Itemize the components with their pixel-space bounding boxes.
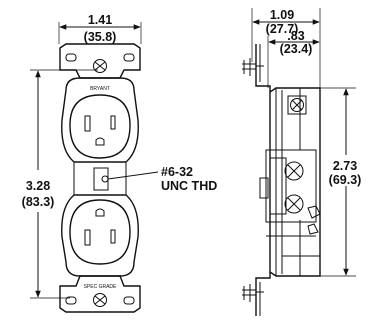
mount-height-millimeters: (69.3): [329, 173, 362, 187]
center-screw: [101, 175, 109, 183]
upper-outlet-face: [61, 77, 139, 163]
side-body: [259, 87, 321, 277]
side-lower-terminal-screw: [284, 194, 304, 214]
screw-thread-label: #6-32: [161, 165, 193, 179]
height-millimeters: (83.3): [22, 195, 55, 209]
front-view: 1.41 (35.8) 3.28 (83.3) BRYANT: [22, 13, 217, 313]
body-depth-dimension: .83 (23.4): [267, 29, 320, 88]
side-ground-screw: [290, 98, 304, 112]
height-dimension: 3.28 (83.3): [22, 69, 98, 299]
side-upper-terminal-screw: [284, 161, 304, 181]
depth-dimension: 1.09 (27.7): [251, 8, 321, 88]
brand-label: BRYANT: [90, 86, 110, 92]
width-dimension: 1.41 (35.8): [58, 13, 142, 44]
width-millimeters: (35.8): [84, 30, 117, 44]
upper-hot-slot: [110, 115, 116, 130]
upper-ground-hole: [95, 137, 105, 146]
side-view: 1.09 (27.7) .83 (23.4) 2.73 (69.3): [242, 8, 361, 316]
side-ground-screw-box: [287, 95, 307, 115]
body-depth-millimeters: (23.4): [280, 42, 313, 56]
lower-ground-hole: [95, 208, 105, 217]
width-inches: 1.41: [88, 13, 112, 27]
side-bottom-strap: [242, 272, 271, 316]
center-section: #6-32 UNC THD: [73, 162, 217, 195]
top-mounting-strap: BRYANT: [59, 43, 141, 92]
body-depth-inches: .83: [287, 29, 304, 43]
side-top-strap: [242, 44, 271, 92]
height-inches: 3.28: [26, 179, 50, 193]
upper-neutral-slot: [84, 115, 91, 132]
lower-outlet-face: [61, 194, 139, 277]
side-terminal-bracket: [265, 149, 317, 223]
center-screw-slot: [93, 167, 109, 191]
depth-inches: 1.09: [270, 8, 294, 22]
screw-thread-type: UNC THD: [161, 179, 217, 193]
bottom-grade-label: SPEC GRADE: [84, 284, 117, 290]
bottom-mounting-strap: SPEC GRADE: [59, 275, 141, 313]
lower-neutral-slot: [84, 229, 91, 246]
mount-height-dimension: 2.73 (69.3): [320, 87, 362, 277]
depth-millimeters: (27.7): [266, 22, 299, 36]
mount-height-inches: 2.73: [333, 159, 357, 173]
lower-hot-slot: [110, 229, 116, 244]
